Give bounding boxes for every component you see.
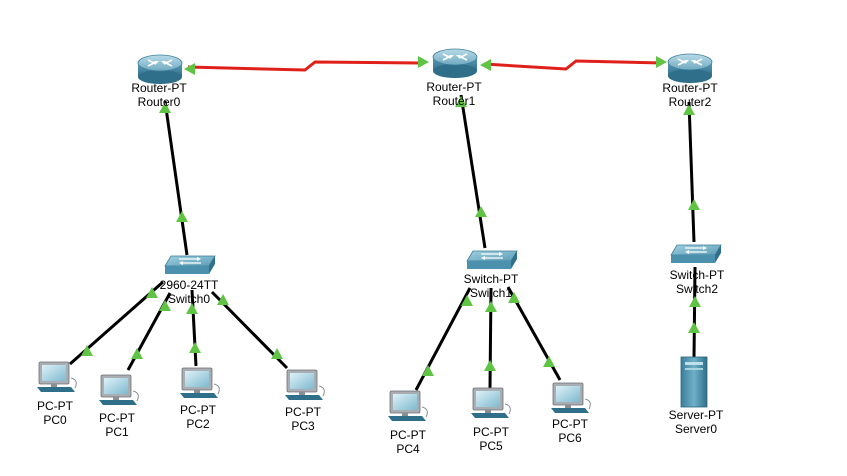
link-up-marker [418,56,429,68]
device-model-label: PC-PT [552,417,588,431]
device-model-label: PC-PT [37,399,73,413]
device-name-label: PC4 [396,442,420,456]
device-name-label: Router0 [137,95,181,109]
link-up-marker [484,360,496,371]
device-model-label: PC-PT [180,403,216,417]
device-name-label: PC6 [558,431,582,445]
device-model-label: Server-PT [668,408,724,422]
link-up-marker [455,96,467,107]
device-model-label: Router-PT [662,81,718,95]
link-up-marker [475,206,487,217]
device-name-label: Router2 [668,95,712,109]
device-name-label: Switch1 [469,286,513,300]
link-up-marker [688,199,700,210]
server0-server-icon[interactable] [680,356,708,408]
link-up-marker [508,292,520,303]
link-up-marker [683,104,695,115]
device-name-label: Switch0 [167,292,211,306]
switch2-switch-icon[interactable] [670,244,722,263]
link-up-marker [217,294,229,305]
device-name-label: Switch2 [675,282,719,296]
device-name-label: PC3 [291,419,315,433]
link-up-marker [485,301,497,312]
pc1-pc-icon[interactable] [99,374,139,405]
link-up-marker [186,303,198,314]
device-model-label: Router-PT [426,80,482,94]
link-up-marker [461,295,473,306]
link-up-marker [688,322,700,333]
link-up-marker [159,300,171,311]
device-model-label: PC-PT [285,405,321,419]
device-model-label: PC-PT [390,428,426,442]
device-model-label: Switch-PT [463,272,519,286]
link-up-marker [131,348,143,359]
device-model-label: 2960-24TT [159,278,219,292]
link-up-marker [189,342,201,353]
link-router2-switch2[interactable] [687,101,696,243]
link-up-marker [656,56,667,68]
link-up-marker [159,102,171,113]
router1-router-icon[interactable] [432,48,478,78]
link-markers-layer [81,56,701,376]
link-router1-router2[interactable] [483,59,663,71]
link-router0-switch0[interactable] [163,100,189,256]
link-up-marker [271,348,283,359]
pc2-pc-icon[interactable] [180,367,220,398]
pc3-pc-icon[interactable] [285,369,325,400]
device-model-label: PC-PT [99,411,135,425]
device-model-label: PC-PT [473,425,509,439]
link-up-marker [176,211,188,222]
link-up-marker [480,59,491,71]
device-model-label: Router-PT [131,81,187,95]
switch0-switch-icon[interactable] [164,255,216,274]
device-name-label: PC2 [186,417,210,431]
link-router1-switch1[interactable] [459,94,487,249]
pc0-pc-icon[interactable] [37,361,77,392]
link-up-marker [81,345,93,356]
link-up-marker [422,365,434,376]
link-up-marker [689,296,701,307]
router2-router-icon[interactable] [667,53,713,83]
pc4-pc-icon[interactable] [388,390,428,421]
pc6-pc-icon[interactable] [551,382,591,413]
device-name-label: PC1 [105,425,129,439]
switch1-switch-icon[interactable] [466,250,518,269]
link-up-marker [184,63,195,75]
device-model-label: Switch-PT [669,268,725,282]
device-name-label: PC5 [479,439,503,453]
device-name-label: Server0 [674,422,718,436]
link-up-marker [146,287,158,298]
pc5-pc-icon[interactable] [471,387,511,418]
devices-layer [37,48,722,421]
device-name-label: PC0 [43,413,67,427]
router0-router-icon[interactable] [137,54,183,84]
link-router0-router1[interactable] [187,60,421,72]
link-switch2-server0[interactable] [692,266,697,359]
link-switch0-pc2[interactable] [190,289,198,367]
link-up-marker [543,356,555,367]
device-name-label: Router1 [432,94,476,108]
